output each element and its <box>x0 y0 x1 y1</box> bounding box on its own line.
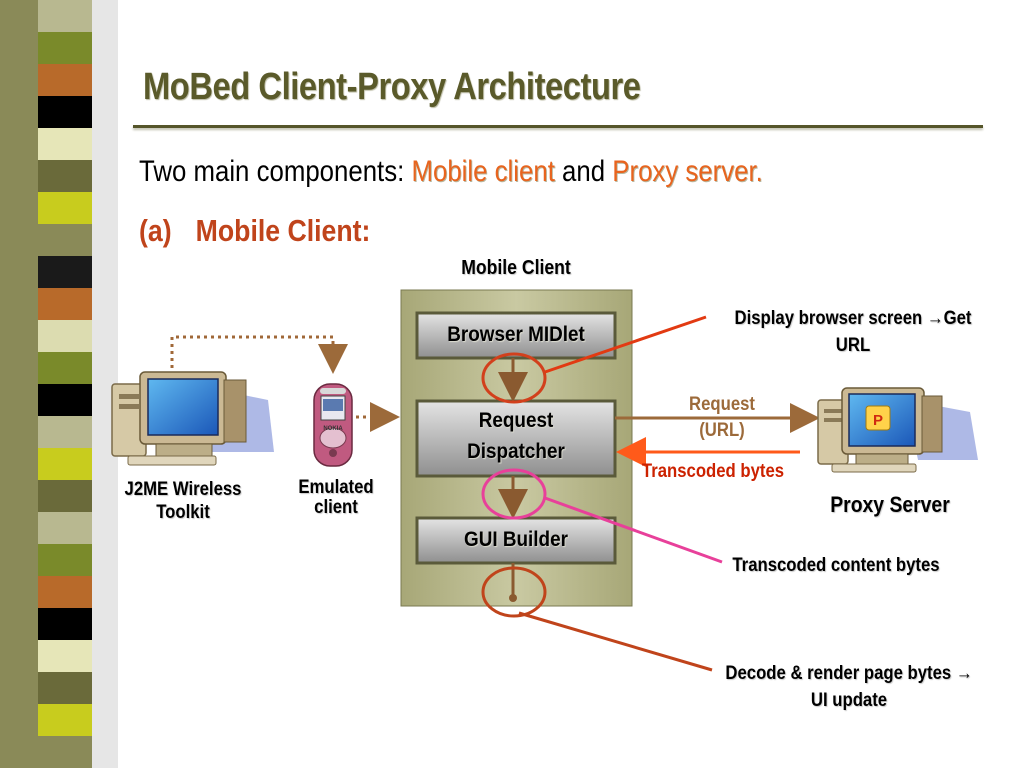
transcoded-bytes-label: Transcoded bytes <box>641 461 785 482</box>
stripe-block <box>38 736 92 768</box>
emulated-label-2: client <box>314 497 358 518</box>
stripe-block <box>38 608 92 641</box>
stripe-block <box>38 704 92 737</box>
stripe-block <box>38 192 92 225</box>
stripe-block <box>38 160 92 193</box>
highlight-circle-midlet <box>481 352 547 404</box>
phone-brand: NOKIA <box>323 426 343 432</box>
leader-display <box>544 315 707 374</box>
stripe-block <box>38 384 92 417</box>
stripe-block <box>38 32 92 65</box>
proxy-server-label: Proxy Server <box>830 492 950 517</box>
subheading-marker: (a) <box>139 213 172 248</box>
subheading-text: Mobile Client: <box>195 213 371 248</box>
phone-icon <box>313 383 353 467</box>
browser-midlet-label: Browser MIDlet <box>447 323 585 346</box>
annotation-decode-1: Decode & render page bytes → <box>725 663 973 684</box>
stripe-block <box>38 448 92 481</box>
highlight-circle-gui <box>481 566 547 618</box>
j2me-label-1: J2ME Wireless <box>124 479 242 500</box>
stripe-block <box>38 576 92 609</box>
annotation-transcoded-content: Transcoded content bytes <box>732 555 940 576</box>
stripe-block <box>38 320 92 353</box>
stripe-block <box>38 64 92 97</box>
intro-line: Two main components: Mobile client and P… <box>139 155 763 189</box>
highlight-circle-dispatcher <box>481 468 547 520</box>
stripe-block <box>38 672 92 705</box>
stripe-block <box>38 256 92 289</box>
emulated-label-1: Emulated <box>298 477 374 498</box>
annotation-decode-2: UI update <box>810 690 888 711</box>
stripe-block <box>38 96 92 129</box>
request-label-2: (URL) <box>699 420 745 441</box>
subheading: (a) Mobile Client: <box>139 213 370 249</box>
intro-mobile-client: Mobile client <box>411 155 555 188</box>
annotation-display-1: Display browser screen →Get <box>734 308 972 329</box>
stripe-block <box>38 128 92 161</box>
stripe-block <box>38 640 92 673</box>
proxy-badge: P <box>873 412 883 429</box>
gui-output-dot <box>509 594 517 602</box>
request-dispatcher-label-1: Request <box>478 409 554 432</box>
slide-title: MoBed Client-Proxy Architecture <box>143 66 641 108</box>
stripe-block <box>38 544 92 577</box>
stripe-block <box>38 416 92 449</box>
stripe-block <box>38 0 92 33</box>
intro-prefix: Two main components: <box>139 155 412 188</box>
request-label-1: Request <box>689 394 755 415</box>
leader-decode <box>518 611 713 672</box>
j2me-label-2: Toolkit <box>156 502 210 523</box>
browser-midlet-box <box>415 311 617 360</box>
workstation-icon <box>111 371 274 466</box>
annotation-display-2: URL <box>835 335 871 356</box>
proxy-server-icon <box>817 387 978 473</box>
request-dispatcher-label-2: Dispatcher <box>467 440 565 463</box>
intro-and: and <box>554 155 613 188</box>
stripe-block <box>38 288 92 321</box>
intro-proxy-server: Proxy server. <box>612 155 763 188</box>
gui-builder-label: GUI Builder <box>464 528 568 551</box>
mobile-client-heading: Mobile Client <box>461 257 571 279</box>
decorative-stripe <box>0 0 118 768</box>
title-underline <box>133 125 983 128</box>
stripe-block <box>38 480 92 513</box>
stripe-block <box>38 224 92 257</box>
leader-transcoded-content <box>544 496 723 564</box>
request-dispatcher-box <box>415 399 617 478</box>
stripe-block <box>38 352 92 385</box>
stripe-block <box>38 512 92 545</box>
